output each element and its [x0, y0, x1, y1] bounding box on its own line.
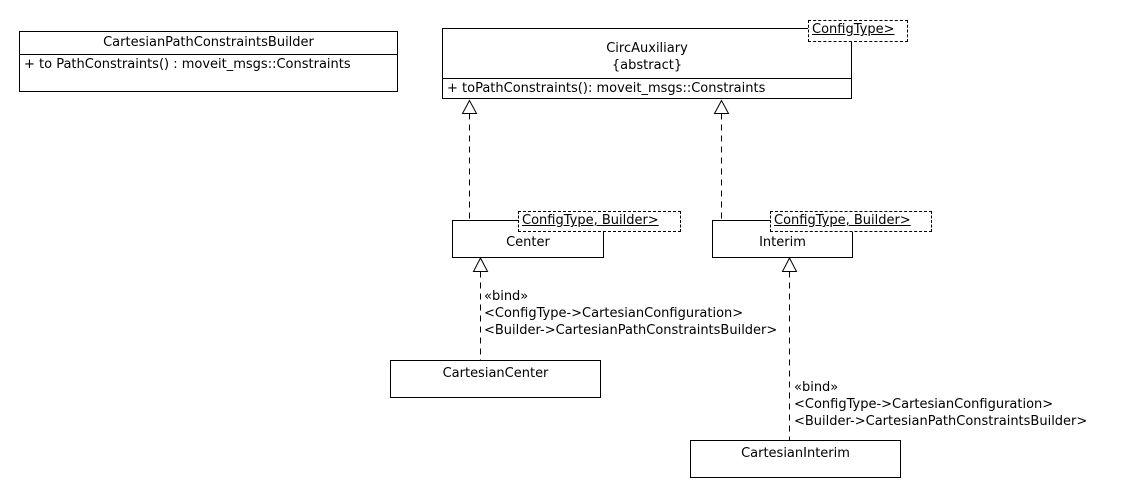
class-box-cartesian-path-constraints-builder: CartesianPathConstraintsBuilder + to Pat… — [19, 31, 398, 92]
class-title-compartment: CircAuxiliary {abstract} — [443, 29, 851, 78]
template-params-link[interactable]: ConfigType, Builder> — [774, 213, 911, 228]
template-params-box-circ-auxiliary: ConfigType> — [808, 20, 908, 42]
template-params-link[interactable]: ConfigType> — [812, 22, 895, 37]
class-stereotype: {abstract} — [611, 58, 683, 73]
hollow-triangle-arrowhead-icon — [713, 99, 730, 114]
bind-edge-cartesiancenter-to-center — [472, 256, 489, 360]
realization-edge-interim-to-circauxiliary — [713, 99, 730, 220]
bind-stereotype: «bind» — [484, 289, 529, 304]
bind-stereotype: «bind» — [794, 380, 839, 395]
hollow-triangle-arrowhead-icon — [472, 256, 489, 272]
class-title: CartesianPathConstraintsBuilder — [103, 35, 314, 50]
class-box-cartesian-center: CartesianCenter — [390, 360, 601, 398]
class-box-circ-auxiliary: CircAuxiliary {abstract} + toPathConstra… — [442, 28, 852, 99]
class-method: + to PathConstraints() : moveit_msgs::Co… — [20, 54, 397, 93]
template-params-box-center: ConfigType, Builder> — [518, 211, 681, 232]
bind-param-builder: <Builder->CartesianPathConstraintsBuilde… — [794, 414, 1088, 429]
bind-param-configtype: <ConfigType->CartesianConfiguration> — [794, 397, 1054, 412]
hollow-triangle-arrowhead-icon — [461, 99, 478, 114]
class-title: CartesianInterim — [741, 446, 850, 461]
bind-param-builder: <Builder->CartesianPathConstraintsBuilde… — [484, 323, 778, 338]
class-title: CartesianCenter — [442, 366, 549, 381]
class-box-cartesian-interim: CartesianInterim — [690, 440, 901, 478]
template-params-link[interactable]: ConfigType, Builder> — [522, 213, 659, 228]
class-method: + toPathConstraints(): moveit_msgs::Cons… — [443, 78, 851, 101]
bind-param-configtype: <ConfigType->CartesianConfiguration> — [484, 306, 744, 321]
bind-annotation-interim: «bind» <ConfigType->CartesianConfigurati… — [794, 379, 1087, 430]
class-title: CircAuxiliary — [606, 41, 688, 56]
class-title: Interim — [759, 235, 806, 250]
bind-annotation-center: «bind» <ConfigType->CartesianConfigurati… — [484, 288, 777, 339]
template-params-box-interim: ConfigType, Builder> — [770, 211, 932, 232]
class-title: Center — [506, 235, 550, 250]
bind-edge-cartesianinterim-to-interim — [781, 256, 798, 440]
hollow-triangle-arrowhead-icon — [781, 256, 798, 272]
realization-edge-center-to-circauxiliary — [461, 99, 478, 220]
